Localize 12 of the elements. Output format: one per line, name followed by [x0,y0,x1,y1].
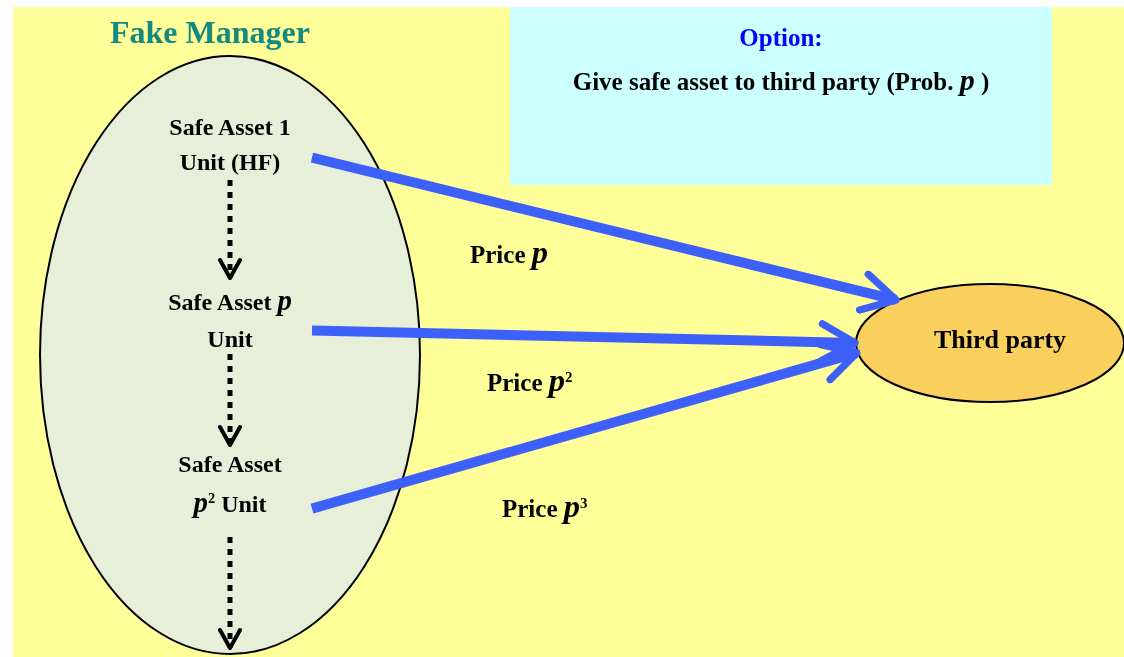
dotted-arrow [218,354,242,447]
arrow [310,152,900,314]
asset-label: Safe Asset 1 Unit (HF) [168,110,292,178]
dotted-arrow [218,537,242,650]
asset-label: Safe Asset p Unit [168,280,292,352]
option-text: Give safe asset to third party (Prob. p ) [571,62,991,98]
option-heading: Option: [738,23,824,53]
node-label: Third party [932,325,1068,355]
asset-label: Safe Asset p$^{2}$ Unit [168,447,292,535]
group-title: Fake Manager [109,14,311,51]
option-box [510,7,1052,185]
dotted-arrow [218,180,242,280]
